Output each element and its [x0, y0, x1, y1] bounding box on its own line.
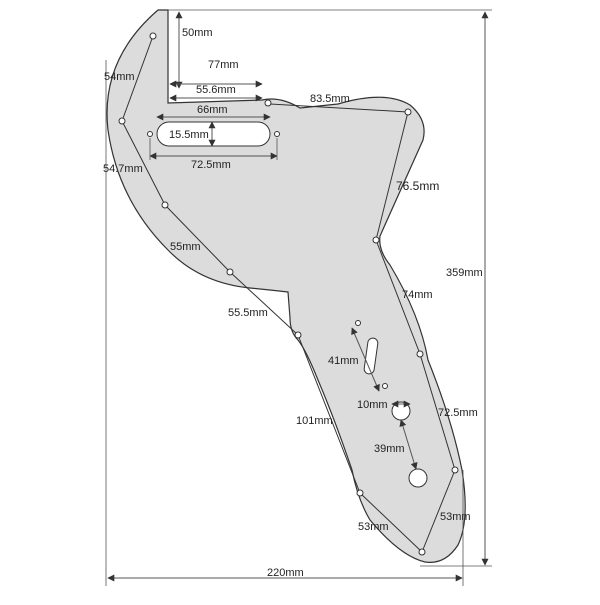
knob-spacing-line — [399, 419, 418, 470]
left-lower-edge-line — [164, 204, 231, 273]
screw-hole — [372, 236, 380, 244]
right-upper-edge-label: 76.5mm — [396, 179, 439, 193]
knob-hole-diameter-label: 10mm — [357, 399, 388, 411]
lower-left-edge-label: 101mm — [296, 415, 333, 427]
left-lower-edge-label: 55mm — [170, 241, 201, 253]
slot-screw-right — [274, 131, 280, 137]
switch-screw-top — [355, 320, 361, 326]
bottom-right-edge-label: 53mm — [440, 511, 471, 523]
screw-hole — [416, 350, 424, 358]
slot-width-label: 66mm — [197, 104, 228, 116]
screw-hole — [451, 466, 459, 474]
inner-width-label: 55.6mm — [196, 84, 236, 96]
waist-edge-line — [229, 271, 299, 336]
bottom-left-edge-label: 53mm — [358, 521, 389, 533]
bottom-right-edge-line — [421, 469, 456, 553]
left-upper-edge-line — [121, 35, 154, 122]
left-mid-edge-label: 54.7mm — [103, 163, 143, 175]
knob-hole-upper — [391, 401, 411, 421]
neck-pocket-label: 50mm — [182, 27, 213, 39]
screw-holes — [118, 32, 459, 556]
right-upper-edge-line — [375, 111, 409, 241]
slot-screw-left — [147, 131, 153, 137]
screw-hole — [264, 99, 272, 107]
screw-hole — [418, 548, 426, 556]
pickup-spacing-label: 72.5mm — [191, 159, 231, 171]
knob-hole-lower — [408, 468, 428, 488]
top-right-edge-label: 83.5mm — [310, 93, 350, 105]
lower-left-edge-line — [297, 334, 361, 494]
bottom-left-edge-line — [359, 492, 423, 553]
top-width-label: 77mm — [208, 59, 239, 71]
pickguard-shape — [106, 9, 466, 563]
waist-edge-label: 55.5mm — [228, 307, 268, 319]
screw-hole — [294, 331, 302, 339]
right-lower-edge-line — [419, 353, 456, 471]
screw-hole — [149, 32, 157, 40]
left-mid-edge-line — [121, 120, 166, 206]
screw-hole — [226, 268, 234, 276]
switch-slot-length-label: 41mm — [328, 355, 359, 367]
left-upper-edge-label: 54mm — [104, 71, 135, 83]
switch-screw-bottom — [382, 383, 388, 389]
knob-spacing-label: 39mm — [374, 443, 405, 455]
switch-slot-length-line — [351, 327, 380, 392]
right-lower-edge-label: 72.5mm — [438, 407, 478, 419]
height-label: 359mm — [446, 267, 483, 279]
width-label: 220mm — [267, 567, 304, 579]
screw-hole — [118, 117, 126, 125]
right-mid-edge-line — [375, 239, 421, 355]
top-right-edge-line — [269, 103, 409, 113]
screw-hole — [356, 489, 364, 497]
screw-hole — [404, 108, 412, 116]
slot-height-label: 15.5mm — [169, 129, 209, 141]
right-mid-edge-label: 74mm — [402, 289, 433, 301]
screw-hole — [161, 201, 169, 209]
